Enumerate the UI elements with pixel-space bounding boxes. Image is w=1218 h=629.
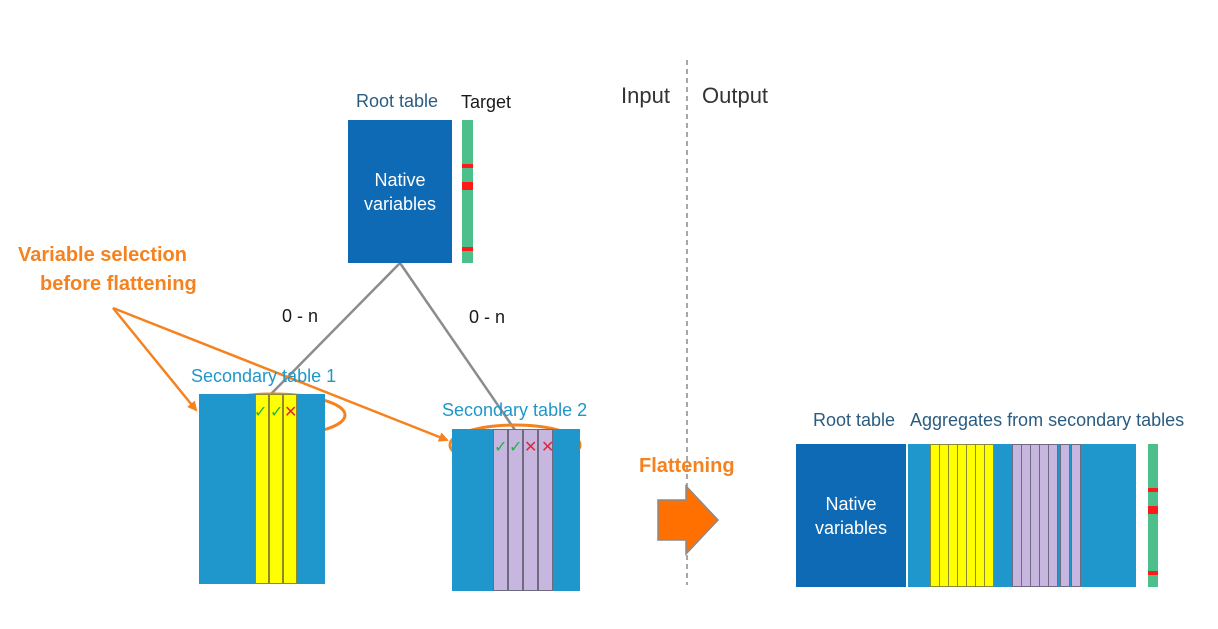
- relation-label-left: 0 - n: [282, 306, 319, 326]
- native-label-line1: Native: [825, 493, 877, 514]
- check-icon: ✓: [270, 404, 284, 421]
- aggregates-label: Aggregates from secondary tables: [910, 410, 1185, 430]
- selected-column: [493, 429, 508, 591]
- selected-column: [508, 429, 523, 591]
- output-native-variables-block: Native variables: [796, 444, 906, 587]
- relation-line-secondary1: [269, 262, 401, 396]
- flattening-label: Flattening: [639, 455, 735, 477]
- native-label-line2: variables: [814, 517, 888, 538]
- secondary-table1-label: Secondary table 1: [191, 366, 337, 386]
- target-label: Target: [461, 92, 512, 112]
- cross-icon: ✕: [524, 439, 538, 456]
- selection-annotation-line2: before flattening: [40, 273, 197, 295]
- selected-column: [283, 394, 297, 584]
- flattening-arrow-icon: [657, 484, 720, 556]
- selected-column: [523, 429, 538, 591]
- target-positive-mark: [1148, 506, 1158, 514]
- secondary-table1-block: [199, 394, 325, 584]
- selection-annotation-line1: Variable selection: [18, 244, 187, 266]
- cross-icon: ✕: [284, 404, 298, 421]
- input-section-label: Input: [621, 83, 670, 108]
- check-icon: ✓: [254, 404, 268, 421]
- native-label-line2: variables: [363, 193, 437, 214]
- selected-column: [269, 394, 283, 584]
- selected-column: [255, 394, 269, 584]
- native-label-line1: Native: [374, 169, 426, 190]
- target-positive-mark: [462, 247, 473, 251]
- output-section-label: Output: [702, 83, 769, 108]
- selection-arrow-secondary1: [112, 307, 198, 412]
- target-positive-mark: [462, 182, 473, 190]
- aggregate-column: [1048, 444, 1058, 587]
- selection-arrow-secondary2: [112, 306, 449, 442]
- selected-column: [538, 429, 553, 591]
- root-table-label: Root table: [356, 91, 439, 111]
- check-icon: ✓: [509, 439, 523, 456]
- secondary-table2-label: Secondary table 2: [442, 400, 588, 420]
- relation-label-right: 0 - n: [469, 307, 506, 327]
- output-root-table-label: Root table: [813, 410, 896, 430]
- target-column: [462, 120, 473, 263]
- output-target-column: [1148, 444, 1158, 587]
- aggregate-column: [1060, 444, 1070, 587]
- relation-line-secondary2: [398, 262, 517, 431]
- cross-icon: ✕: [541, 439, 555, 456]
- aggregates-block: [908, 444, 1136, 587]
- secondary-table2-block: [452, 429, 580, 591]
- aggregate-column: [984, 444, 994, 587]
- target-positive-mark: [1148, 488, 1158, 492]
- aggregate-column: [1071, 444, 1081, 587]
- target-positive-mark: [462, 164, 473, 168]
- root-native-variables-block: Native variables: [348, 120, 452, 263]
- check-icon: ✓: [494, 439, 508, 456]
- target-positive-mark: [1148, 571, 1158, 575]
